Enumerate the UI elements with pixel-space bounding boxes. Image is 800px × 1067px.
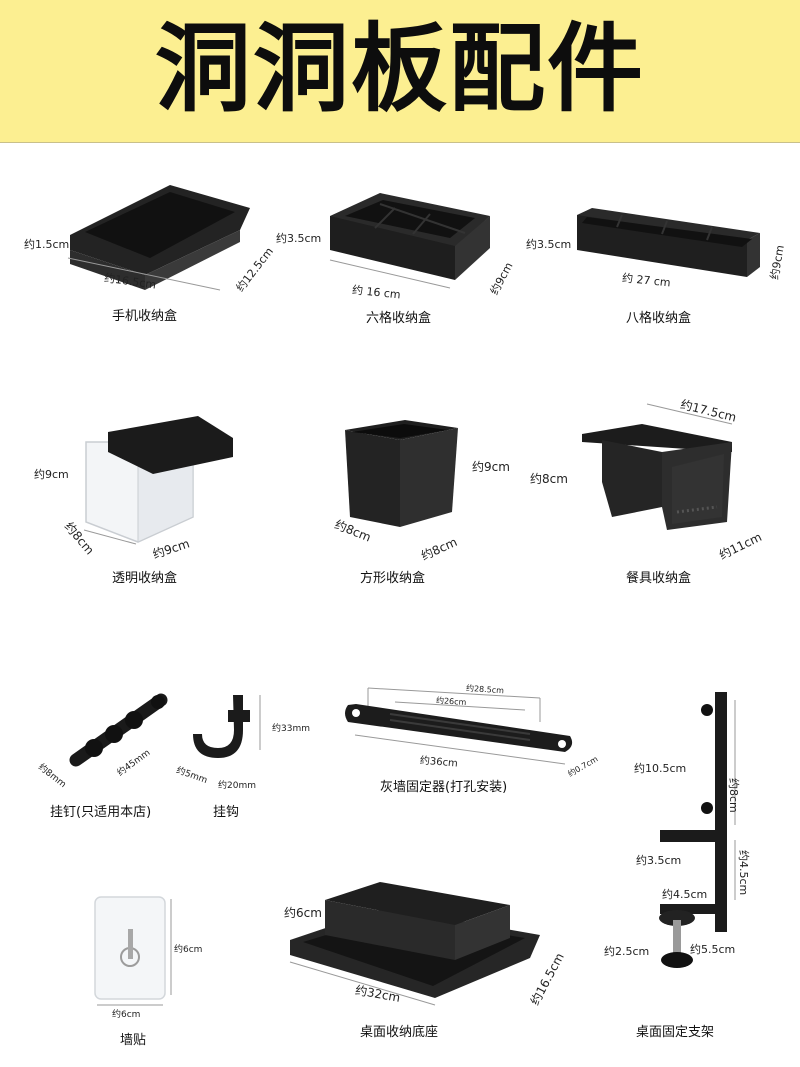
clear-box-label: 透明收纳盒 <box>112 571 178 586</box>
square-box-width: 约8cm <box>418 534 460 564</box>
desk-base-label: 桌面收纳底座 <box>360 1025 439 1040</box>
desk-clamp-arm-length: 约3.5cm <box>636 854 682 867</box>
wall-sticker-image <box>94 896 172 1006</box>
desk-base-height: 约6cm <box>284 906 322 920</box>
peg-image <box>69 693 168 767</box>
square-box-height: 约9cm <box>472 460 510 474</box>
desk-base-image <box>289 882 540 1006</box>
wall-mount-image <box>345 687 573 765</box>
clear-box-image <box>83 416 233 545</box>
desk-clamp-gap-height: 约4.5cm <box>737 850 750 896</box>
desk-clamp-lower-arm: 约4.5cm <box>662 888 708 901</box>
page-title: 洞洞板配件 <box>155 13 645 125</box>
phone-box-height: 约1.5cm <box>24 238 70 251</box>
hook-depth: 约20mm <box>218 781 256 791</box>
wall-mount-label: 灰墙固定器(打孔安装) <box>380 780 508 795</box>
cutlery-box-image <box>582 403 733 530</box>
wall-sticker-height: 约6cm <box>174 945 203 955</box>
wall-mount-length: 约36cm <box>419 755 459 770</box>
cutlery-box-height: 约8cm <box>530 472 568 486</box>
desk-clamp-side-height: 约8cm <box>727 778 740 813</box>
clear-box-height: 约9cm <box>34 468 69 481</box>
desk-clamp-pad-size: 约2.5cm <box>604 945 650 958</box>
title-banner: 洞洞板配件 <box>0 0 800 143</box>
peg-label: 挂钉(只适用本店) <box>50 805 152 820</box>
cutlery-box-label: 餐具收纳盒 <box>626 571 692 586</box>
phone-box-label: 手机收纳盒 <box>112 309 178 324</box>
six-grid-box-height: 约3.5cm <box>276 232 322 245</box>
hook-label: 挂钩 <box>213 805 240 820</box>
desk-clamp-image <box>659 692 736 968</box>
eight-grid-box-width: 约9cm <box>767 244 787 281</box>
eight-grid-box-image <box>577 208 760 277</box>
desk-clamp-label: 桌面固定支架 <box>636 1025 715 1040</box>
eight-grid-box-label: 八格收纳盒 <box>626 311 692 326</box>
desk-clamp-screw-length: 约5.5cm <box>690 943 736 956</box>
eight-grid-box-height: 约3.5cm <box>526 238 572 251</box>
peg-diameter: 约8mm <box>35 762 68 791</box>
square-box-label: 方形收纳盒 <box>360 571 426 586</box>
square-box-image <box>345 420 458 527</box>
hook-height: 约33mm <box>272 724 310 734</box>
hook-image <box>193 695 261 758</box>
six-grid-box-image <box>329 193 490 289</box>
wall-mount-inner-span: 约26cm <box>435 695 467 708</box>
six-grid-box-label: 六格收纳盒 <box>366 311 432 326</box>
wall-sticker-label: 墙贴 <box>120 1033 147 1048</box>
phone-box-image <box>67 185 250 291</box>
wall-sticker-width: 约6cm <box>112 1010 141 1020</box>
desk-clamp-top-height: 约10.5cm <box>634 762 687 775</box>
